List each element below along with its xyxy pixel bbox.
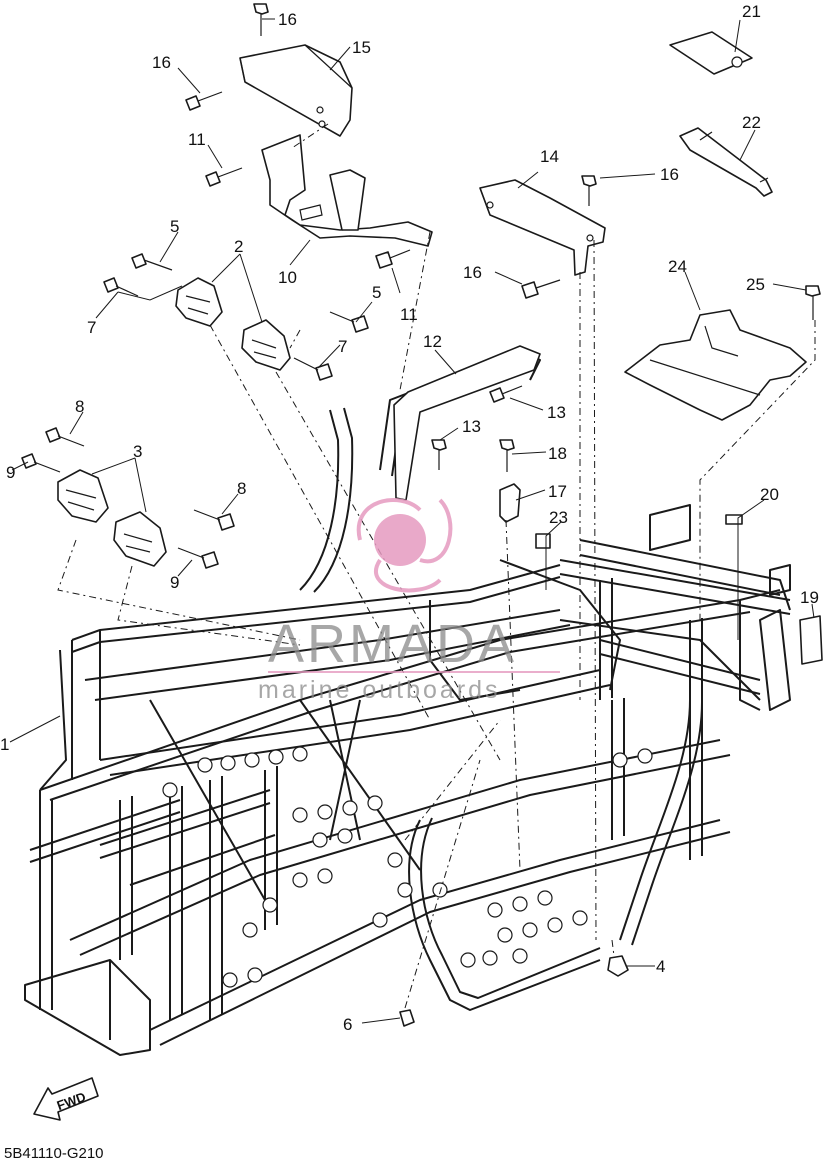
engine-mount-3: [57, 469, 167, 567]
callout-17: 17: [548, 482, 567, 501]
callout-21: 21: [742, 2, 761, 21]
callout-7: 7: [87, 318, 96, 337]
mount-bolts-3: [21, 427, 235, 569]
plate-24: [624, 309, 807, 421]
callout-23: 23: [549, 508, 568, 527]
callout-9: 9: [170, 573, 179, 592]
callout-8: 8: [237, 479, 246, 498]
callout-14: 14: [540, 147, 559, 166]
callout-6: 6: [343, 1015, 352, 1034]
callout-13: 13: [462, 417, 481, 436]
floor-pan-holes: [162, 746, 653, 988]
callout-10: 10: [278, 268, 297, 287]
bracket-14: [479, 179, 606, 276]
callout-5: 5: [170, 217, 179, 236]
watermark-brand: ARMADA: [268, 614, 517, 674]
callout-8: 8: [75, 397, 84, 416]
callout-24: 24: [668, 257, 687, 276]
bolt-25: [805, 285, 821, 297]
callout-11: 11: [188, 130, 206, 149]
bolts-upper: [185, 3, 597, 299]
callout-11: 11: [400, 305, 418, 324]
callout-19: 19: [800, 588, 819, 607]
part-21: [669, 31, 753, 75]
callout-12: 12: [423, 332, 442, 351]
engine-mount-2: [175, 277, 291, 371]
bracket-10: [261, 134, 433, 247]
callout-16: 16: [152, 53, 171, 72]
callout-16: 16: [463, 263, 482, 282]
callout-22: 22: [742, 113, 761, 132]
watermark: ARMADA marine outboards: [258, 498, 560, 704]
callout-20: 20: [760, 485, 779, 504]
callout-5: 5: [372, 283, 381, 302]
mount-bolts-2: [103, 253, 369, 381]
callout-2: 2: [234, 237, 243, 256]
diagram-code: 5B41110-G210: [4, 1145, 104, 1162]
leader-lines: [9, 18, 816, 1024]
callout-3: 3: [133, 442, 142, 461]
fwd-arrow: FWD: [33, 1077, 99, 1121]
callout-1: 1: [0, 735, 9, 754]
callout-16: 16: [660, 165, 679, 184]
watermark-tagline: marine outboards: [258, 676, 501, 704]
callout-9: 9: [6, 463, 15, 482]
part-22: [679, 127, 773, 197]
callout-4: 4: [656, 957, 665, 976]
callout-15: 15: [352, 38, 371, 57]
small-parts: [399, 385, 823, 1027]
callout-7: 7: [338, 337, 347, 356]
bracket-15: [239, 44, 353, 137]
callout-25: 25: [746, 275, 765, 294]
watermark-logo-icon: [374, 514, 426, 566]
callout-13: 13: [547, 403, 566, 422]
main-frame: [24, 349, 791, 1056]
watermark-swirl: [356, 498, 453, 593]
callout-18: 18: [548, 444, 567, 463]
callout-16: 16: [278, 10, 297, 29]
